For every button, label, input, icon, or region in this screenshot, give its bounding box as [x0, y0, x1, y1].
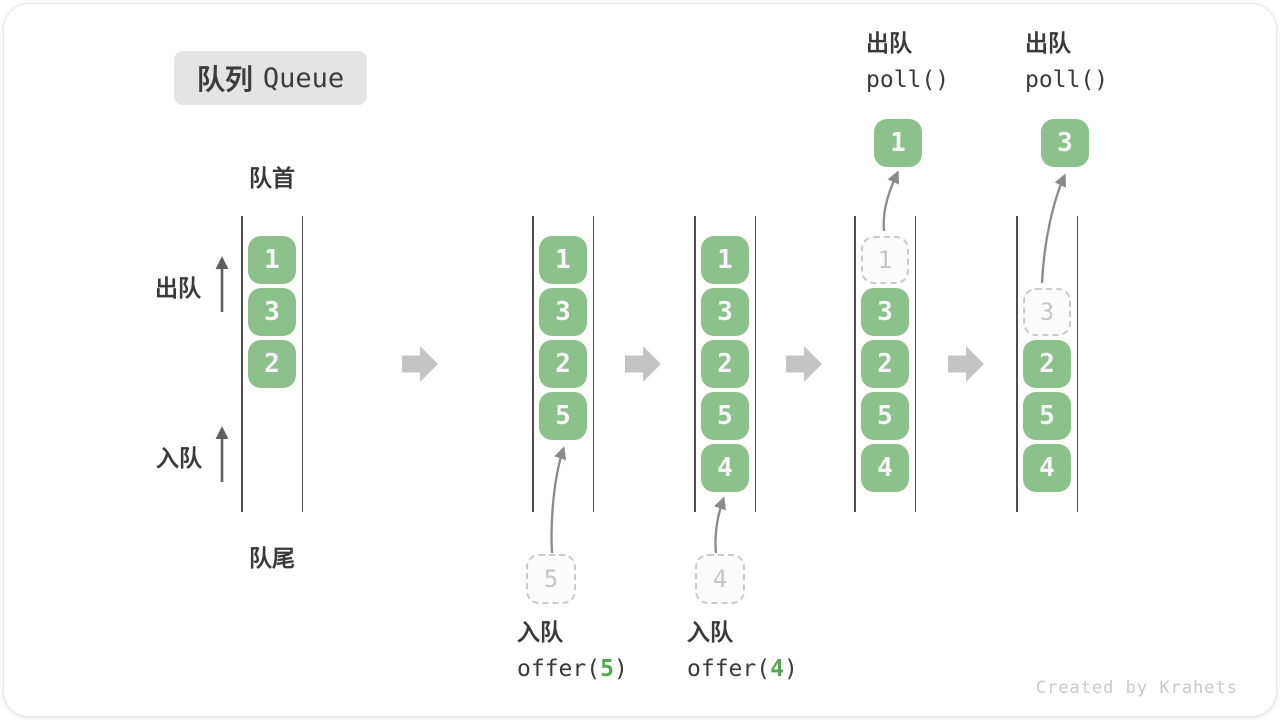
offer-annotation-4: 入队 offer(4) [687, 621, 798, 681]
offer-code: offer(4) [687, 658, 798, 681]
offer-label-zh: 入队 [517, 619, 563, 645]
offer-code-fn: offer( [687, 656, 771, 682]
arrows-overlay [215, 170, 1067, 554]
offer-annotation-5: 入队 offer(5) [517, 621, 628, 681]
stage-transition-arrow-icon [786, 346, 822, 382]
label-queue-rear: 队尾 [249, 545, 295, 571]
queue-cell: 3 [701, 288, 749, 336]
poll-label-zh: 出队 [866, 30, 912, 56]
queue-cell: 1 [539, 236, 587, 284]
queue-wall [592, 216, 594, 512]
queue-cell: 3 [539, 288, 587, 336]
queue-wall [854, 216, 856, 512]
poll-code: poll() [866, 67, 950, 93]
offer-code-arg: 5 [600, 656, 614, 682]
queue-cell: 4 [701, 444, 749, 492]
label-dequeue: 出队 [155, 275, 201, 301]
queue-wall [694, 216, 696, 512]
offer-label-zh: 入队 [687, 619, 733, 645]
title-badge: 队列 Queue [174, 51, 367, 105]
queue-stage-4: 1 3 2 5 4 [854, 216, 916, 512]
queue-cell: 1 [701, 236, 749, 284]
queue-wall [301, 216, 303, 512]
queue-cell: 5 [1023, 392, 1071, 440]
queue-cell-removed: 3 [1023, 288, 1071, 336]
poll-code: poll() [1025, 67, 1109, 93]
diagram-card: 队列 Queue 队首 队尾 出队 入队 1 3 2 1 3 2 5 1 3 2… [3, 3, 1277, 717]
watermark: Created by Krahets [1035, 678, 1238, 698]
queue-cell: 4 [1023, 444, 1071, 492]
offer-code-close: ) [783, 656, 798, 682]
stage-transition-arrow-icon [625, 346, 661, 382]
queue-cell: 1 [248, 236, 296, 284]
queue-cell: 2 [701, 340, 749, 388]
title-en: Queue [262, 62, 345, 94]
queue-wall [1016, 216, 1018, 512]
poll-annotation-1: 出队 poll() [866, 32, 949, 92]
offer-code: offer(5) [517, 658, 628, 681]
queue-cell: 5 [701, 392, 749, 440]
popped-value-box: 1 [874, 119, 922, 167]
queue-cell: 3 [248, 288, 296, 336]
queue-cell: 5 [539, 392, 587, 440]
queue-wall [754, 216, 756, 512]
queue-stage-5: 3 2 5 4 [1016, 216, 1078, 512]
queue-cell: 4 [861, 444, 909, 492]
title-zh: 队列 [196, 64, 253, 95]
offer-code-fn: offer( [517, 656, 601, 682]
queue-cell: 2 [1023, 340, 1071, 388]
queue-cell: 5 [861, 392, 909, 440]
queue-cell-removed: 1 [861, 236, 909, 284]
queue-cell: 2 [248, 340, 296, 388]
incoming-value-box: 4 [695, 554, 745, 604]
queue-stage-1: 1 3 2 [241, 216, 303, 512]
queue-stage-2: 1 3 2 5 [532, 216, 594, 512]
poll-label-zh: 出队 [1025, 30, 1071, 56]
poll-annotation-2: 出队 poll() [1025, 32, 1108, 92]
queue-wall [914, 216, 916, 512]
queue-cell: 2 [539, 340, 587, 388]
label-queue-front: 队首 [249, 165, 295, 191]
offer-code-arg: 4 [770, 656, 784, 682]
incoming-value-box: 5 [526, 554, 576, 604]
queue-cell: 2 [861, 340, 909, 388]
queue-stage-3: 1 3 2 5 4 [694, 216, 756, 512]
popped-value-box: 3 [1041, 119, 1089, 167]
offer-code-close: ) [613, 656, 628, 682]
queue-cell: 3 [861, 288, 909, 336]
stage-transition-arrow-icon [402, 346, 438, 382]
queue-wall [241, 216, 243, 512]
queue-wall [532, 216, 534, 512]
label-enqueue: 入队 [156, 445, 202, 471]
queue-wall [1076, 216, 1078, 512]
stage-transition-arrow-icon [948, 346, 984, 382]
